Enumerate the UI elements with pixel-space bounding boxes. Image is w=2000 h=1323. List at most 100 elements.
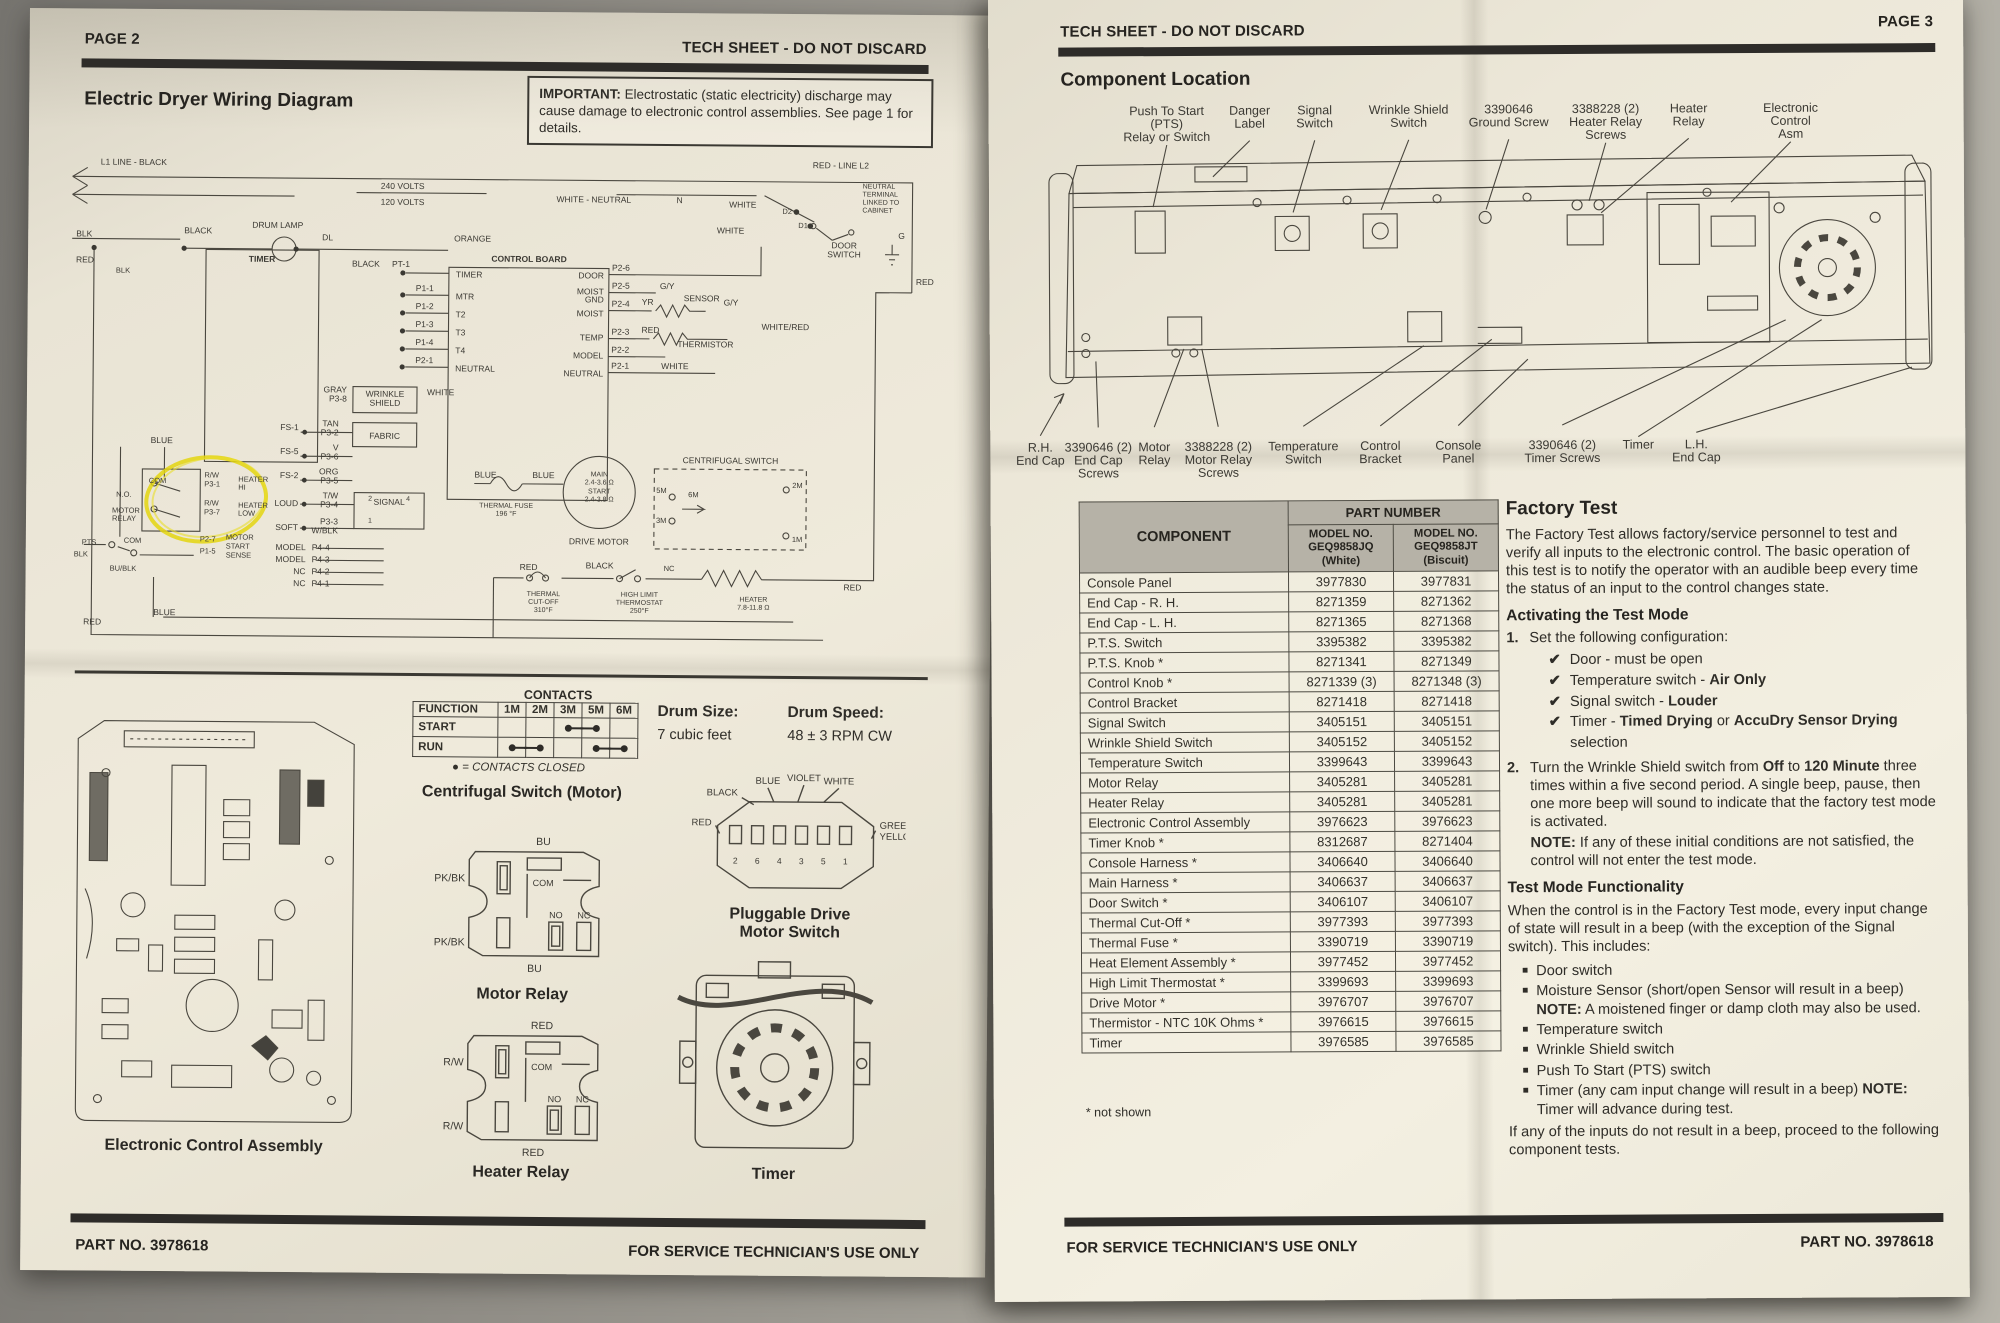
wiring-label: RED	[916, 277, 934, 287]
wiring-label: TAN	[322, 418, 338, 428]
page-2: PAGE 2 TECH SHEET - DO NOT DISCARD Elect…	[20, 8, 995, 1278]
wiring-label: 4	[406, 496, 410, 503]
wiring-label: D2	[782, 207, 792, 216]
wiring-label: P3-6	[320, 451, 338, 461]
step-2-text: Turn the Wrinkle Shield switch from Off …	[1529, 757, 1936, 831]
wiring-label: THERMAL FUSE	[479, 503, 533, 510]
wiring-label: FS-2	[280, 470, 299, 480]
pluggable-green-label: GREEN/	[880, 821, 906, 832]
wiring-label: P1-2	[416, 301, 434, 311]
wiring-label: HIGH LIMIT	[621, 592, 659, 599]
wiring-label: W/BLK	[311, 525, 338, 535]
step-2: 2.Turn the Wrinkle Shield switch from Of…	[1507, 757, 1937, 832]
wiring-label: GND	[585, 294, 604, 304]
wiring-label: DRUM LAMP	[252, 220, 303, 230]
page2-title: Electric Dryer Wiring Diagram	[84, 88, 354, 112]
pluggable-pin: 6	[755, 856, 760, 866]
wiring-label: T3	[455, 327, 465, 337]
step-1-text: Set the following configuration:	[1529, 629, 1729, 647]
check-mark-icon: ✔	[1548, 652, 1561, 669]
heater-relay-nc-label: NC	[576, 1094, 590, 1104]
drum-size: Drum Size: 7 cubic feet	[657, 703, 738, 744]
heater-relay-highlight	[144, 455, 269, 544]
wiring-label: BLUE	[474, 470, 497, 480]
wiring-label: CENTRIFUGAL SWITCH	[683, 455, 779, 466]
wiring-label: TERMINAL	[863, 192, 899, 199]
pluggable-caption: Pluggable Drive Motor Switch	[675, 905, 905, 943]
page2-label: PAGE 2	[84, 30, 140, 48]
wiring-label: DL	[322, 232, 333, 242]
wiring-label: BLUE	[151, 435, 174, 445]
heater-relay-left2-label: R/W	[443, 1120, 464, 1132]
heater-relay-top-label: RED	[531, 1020, 554, 1032]
wiring-label: P3-4	[320, 499, 338, 509]
wiring-label: T2	[456, 309, 466, 319]
wiring-label: T4	[455, 345, 465, 355]
wiring-label: MTR	[456, 291, 474, 301]
pluggable-pin: 4	[777, 856, 782, 866]
wiring-label: P2-6	[612, 263, 630, 273]
wiring-label: MODEL	[573, 350, 604, 360]
pluggable-caption-line1: Pluggable Drive	[729, 905, 851, 924]
wiring-label: P2-1	[611, 361, 629, 371]
wiring-label: GRAY	[324, 384, 348, 394]
wiring-label: START	[588, 488, 611, 495]
wiring-label: PT-1	[392, 259, 410, 269]
heater-relay-left1-label: R/W	[443, 1056, 464, 1068]
centrifugal-switch-caption: Centrifugal Switch (Motor)	[421, 783, 622, 802]
factory-test-intro: The Factory Test allows factory/service …	[1505, 524, 1919, 598]
wiring-label: P4-1	[311, 578, 329, 588]
motor-relay-com-label: COM	[533, 878, 554, 888]
test-mode-note: NOTE: If any of these initial conditions…	[1530, 833, 1915, 870]
drum-size-value: 7 cubic feet	[657, 726, 732, 744]
wiring-label: P2-5	[612, 281, 630, 291]
wiring-label: V	[333, 442, 339, 452]
wiring-label: NEUTRAL	[563, 368, 603, 378]
page3-footer-right: PART NO. 3978618	[1800, 1233, 1934, 1251]
check-mark-icon: ✔	[1548, 693, 1561, 710]
timer-drawing	[677, 961, 874, 1150]
wiring-label: BLK	[74, 549, 88, 558]
wiring-label: TEMP	[580, 332, 604, 342]
wiring-label: RED	[83, 616, 101, 626]
wiring-label: 310°F	[534, 606, 553, 614]
wiring-label: 6M	[688, 490, 698, 499]
wiring-label: G	[898, 231, 905, 241]
wiring-label: LOUD	[274, 498, 298, 508]
pluggable-pin: 3	[799, 856, 804, 866]
wiring-label: MOTOR	[226, 533, 254, 542]
factory-test-heading: Factory Test	[1505, 497, 1618, 520]
factory-test-closing: If any of the inputs do not result in a …	[1508, 1121, 1939, 1159]
wiring-label: LOW	[238, 509, 256, 518]
wiring-label: P4-4	[312, 542, 330, 552]
functionality-heading: Test Mode Functionality	[1507, 878, 1684, 897]
drum-speed-label: Drum Speed:	[787, 703, 885, 722]
wiring-label: WHITE - NEUTRAL	[556, 194, 631, 205]
wiring-label: BLK	[76, 228, 92, 238]
page3-label: PAGE 3	[1877, 13, 1934, 31]
contacts-title: CONTACTS	[523, 687, 593, 703]
wiring-label: CUT-OFF	[528, 599, 558, 606]
wiring-label: SENSE	[226, 551, 252, 560]
wiring-label: P1-4	[415, 337, 433, 347]
wiring-label: MODEL	[275, 554, 306, 564]
wiring-label: G/Y	[660, 281, 675, 291]
wiring-label: CABINET	[862, 208, 893, 215]
checklist-item: ✔Timer - Timed Drying or AccuDry Sensor …	[1549, 710, 1937, 753]
wiring-label: P1-1	[416, 283, 434, 293]
wiring-label: MOTOR	[112, 506, 140, 515]
pluggable-yellow-label: YELLOW	[879, 832, 906, 843]
parts-footnote: * not shown	[1085, 1105, 1152, 1120]
bullet-square-icon: ■	[1522, 1024, 1529, 1036]
